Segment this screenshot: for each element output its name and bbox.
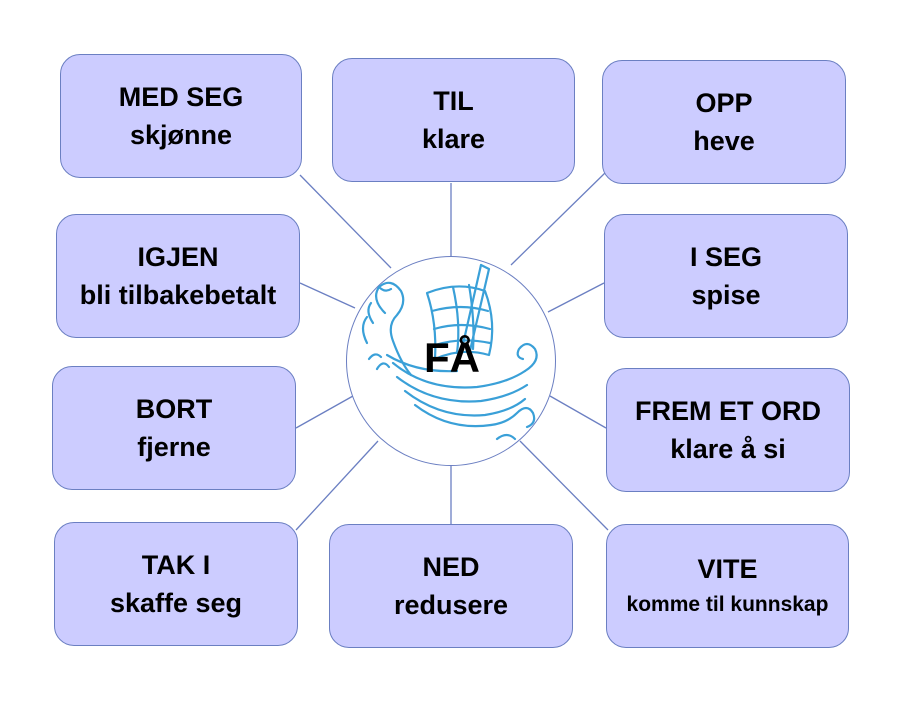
- connector-igjen: [299, 282, 356, 309]
- connector-i-seg: [547, 282, 605, 313]
- connector-frem-et-ord: [549, 395, 607, 429]
- meaning-label: klare å si: [670, 434, 786, 464]
- meaning-label: skaffe seg: [109, 588, 243, 618]
- center-node: FÅ: [346, 256, 556, 466]
- connector-opp: [510, 171, 607, 266]
- preposition-label: BORT: [135, 394, 213, 424]
- box-igjen: IGJEN bli tilbakebetalt: [56, 214, 300, 338]
- center-word: FÅ: [424, 334, 480, 381]
- box-med-seg: MED SEG skjønne: [60, 54, 302, 178]
- preposition-label: NED: [422, 552, 480, 582]
- box-vite: VITE komme til kunnskap: [606, 524, 849, 648]
- preposition-label: I SEG: [689, 242, 763, 272]
- meaning-label: heve: [693, 126, 755, 156]
- meaning-label: skjønne: [129, 120, 233, 150]
- meaning-label: komme til kunnskap: [626, 593, 829, 616]
- box-tak-i: TAK I skaffe seg: [54, 522, 298, 646]
- connector-med-seg: [299, 174, 392, 269]
- meaning-label: fjerne: [137, 432, 211, 462]
- box-ned: NED redusere: [329, 524, 573, 648]
- preposition-label: TIL: [433, 86, 474, 116]
- meaning-label: spise: [691, 280, 761, 310]
- box-til: TIL klare: [332, 58, 575, 182]
- viking-ship-icon: [361, 263, 538, 441]
- connector-tak-i: [295, 440, 379, 531]
- preposition-label: OPP: [695, 88, 753, 118]
- preposition-label: IGJEN: [137, 242, 219, 272]
- meaning-label: klare: [421, 124, 486, 154]
- preposition-label: VITE: [697, 554, 758, 584]
- connector-bort: [295, 395, 354, 429]
- box-i-seg: I SEG spise: [604, 214, 848, 338]
- box-opp: OPP heve: [602, 60, 846, 184]
- preposition-label: TAK I: [141, 550, 211, 580]
- connector-vite: [519, 440, 609, 531]
- preposition-label: MED SEG: [118, 82, 244, 112]
- meaning-label: bli tilbakebetalt: [79, 280, 277, 310]
- preposition-label: FREM ET ORD: [635, 396, 821, 426]
- box-frem-et-ord: FREM ET ORD klare å si: [606, 368, 850, 492]
- meaning-label: redusere: [393, 590, 509, 620]
- box-bort: BORT fjerne: [52, 366, 296, 490]
